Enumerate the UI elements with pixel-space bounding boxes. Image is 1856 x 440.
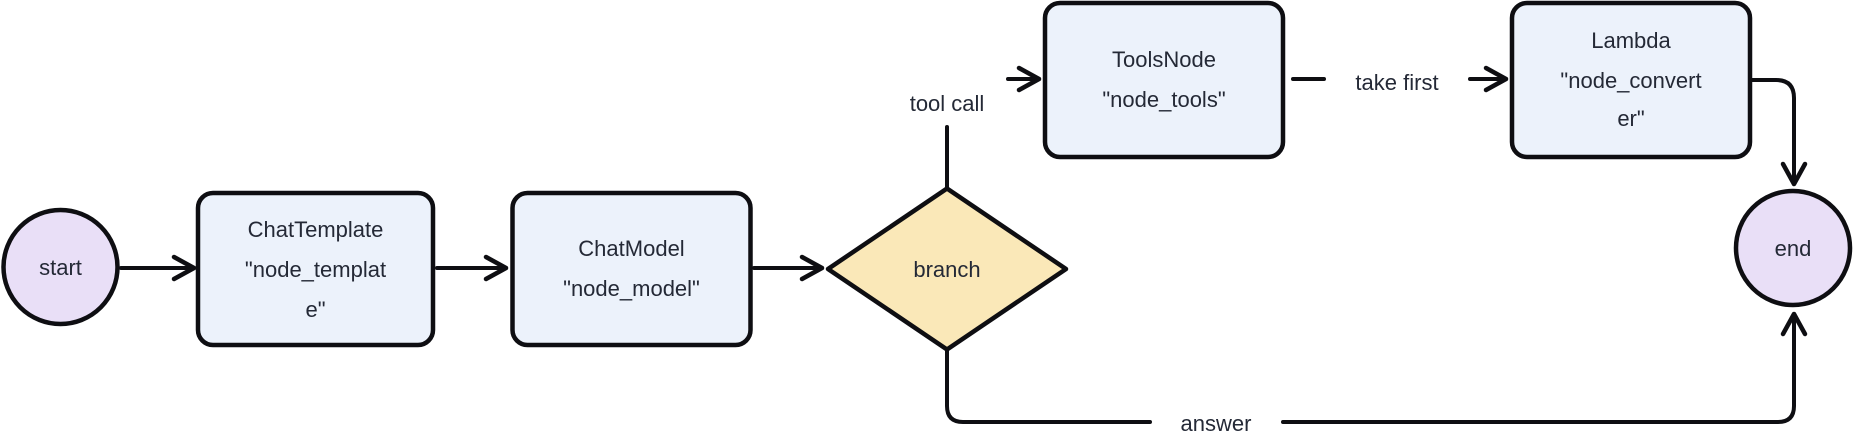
branch-node-diamond xyxy=(825,186,1069,352)
lambda-node-box xyxy=(1509,0,1753,160)
node-branch: branch xyxy=(825,186,1069,352)
edge-labels: tool call take first answer xyxy=(910,70,1439,436)
edge-lambda-to-end xyxy=(1750,78,1808,187)
node-start: start xyxy=(1,207,120,327)
chat-template-node-label-line2: "node_templat xyxy=(245,257,386,282)
lambda-node-label-line2: "node_convert xyxy=(1560,68,1701,93)
edge-branch-to-end-right xyxy=(1281,311,1808,424)
edge-label-take-first: take first xyxy=(1355,70,1438,95)
tools-node-label-line2: "node_tools" xyxy=(1102,87,1225,112)
edges xyxy=(119,65,1808,424)
chat-model-node-label-line2: "node_model" xyxy=(563,276,700,301)
chat-template-node-box xyxy=(195,190,436,348)
chat-model-node-box xyxy=(510,190,753,348)
start-node-label: start xyxy=(39,255,82,280)
node-end: end xyxy=(1733,188,1853,308)
start-node-circle xyxy=(1,207,120,327)
node-chat-model: ChatModel "node_model" xyxy=(510,190,753,348)
tools-node-label-line1: ToolsNode xyxy=(1112,47,1216,72)
edge-branch-to-end-left xyxy=(945,348,1152,424)
end-node-label: end xyxy=(1775,236,1812,261)
lambda-node-label-line1: Lambda xyxy=(1591,28,1671,53)
edge-label-tool-call: tool call xyxy=(910,91,985,116)
node-chat-template: ChatTemplate "node_templat e" xyxy=(195,190,436,348)
chat-model-node-label-line1: ChatModel xyxy=(578,236,684,261)
branch-node-label: branch xyxy=(913,257,980,282)
node-tools: ToolsNode "node_tools" xyxy=(1042,0,1286,160)
edge-label-answer: answer xyxy=(1181,411,1252,436)
node-lambda: Lambda "node_convert er" xyxy=(1509,0,1753,160)
end-node-circle xyxy=(1733,188,1853,308)
chat-template-node-label-line3: e" xyxy=(305,297,325,322)
tools-node-box xyxy=(1042,0,1286,160)
chat-template-node-label-line1: ChatTemplate xyxy=(248,217,384,242)
lambda-node-label-line3: er" xyxy=(1617,106,1644,131)
